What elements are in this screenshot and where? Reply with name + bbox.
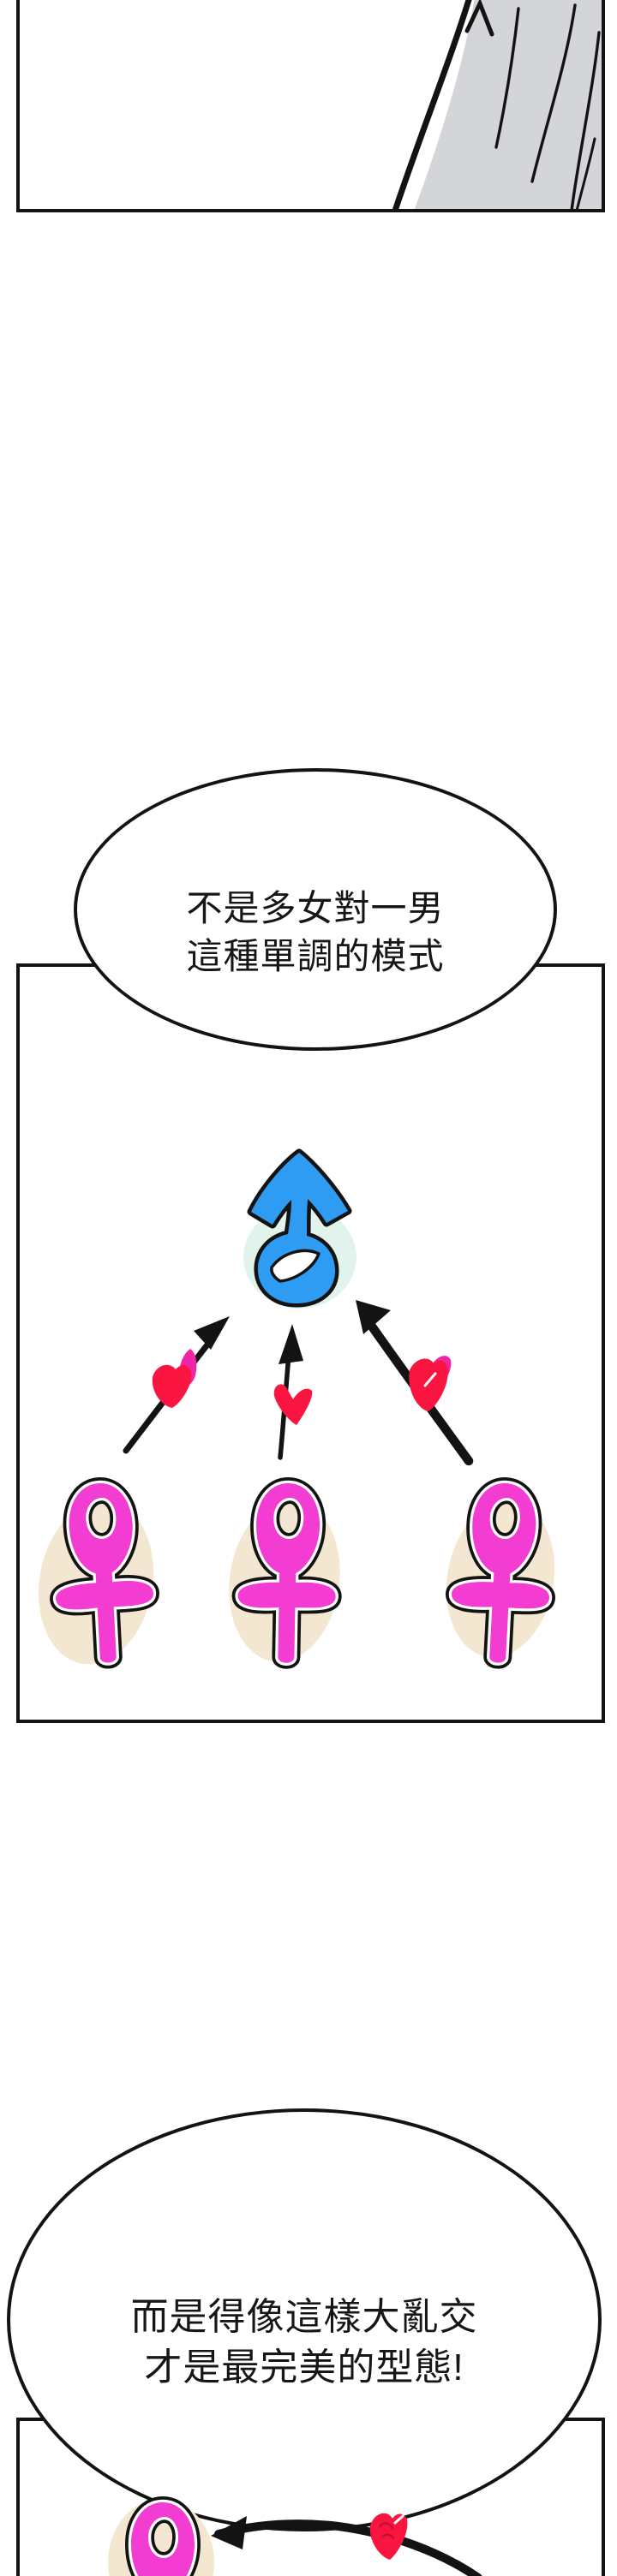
bubble1-line1: 不是多女對一男	[186, 888, 445, 929]
bubble1-line2: 這種單調的模式	[186, 936, 445, 976]
speech-bubble-2: 而是得像這樣大亂交 才是最完美的型態!	[7, 2108, 602, 2531]
sketch-outline	[392, 0, 472, 209]
panel-top	[16, 0, 605, 212]
panel-diagram	[16, 963, 605, 1723]
speech-bubble-1-text: 不是多女對一男 這種單調的模式	[186, 838, 444, 981]
speech-bubble-1: 不是多女對一男 這種單調的模式	[74, 768, 557, 1051]
sketch-limb-artwork	[392, 0, 602, 209]
sketch-gray-fill	[414, 0, 602, 209]
bubble2-line1: 而是得像這樣大亂交	[130, 2296, 478, 2339]
sketch-caret-mark	[464, 0, 494, 37]
bubble2-line2: 才是最完美的型態!	[144, 2346, 464, 2388]
speech-bubble-2-text: 而是得像這樣大亂交 才是最完美的型態!	[131, 2246, 478, 2393]
